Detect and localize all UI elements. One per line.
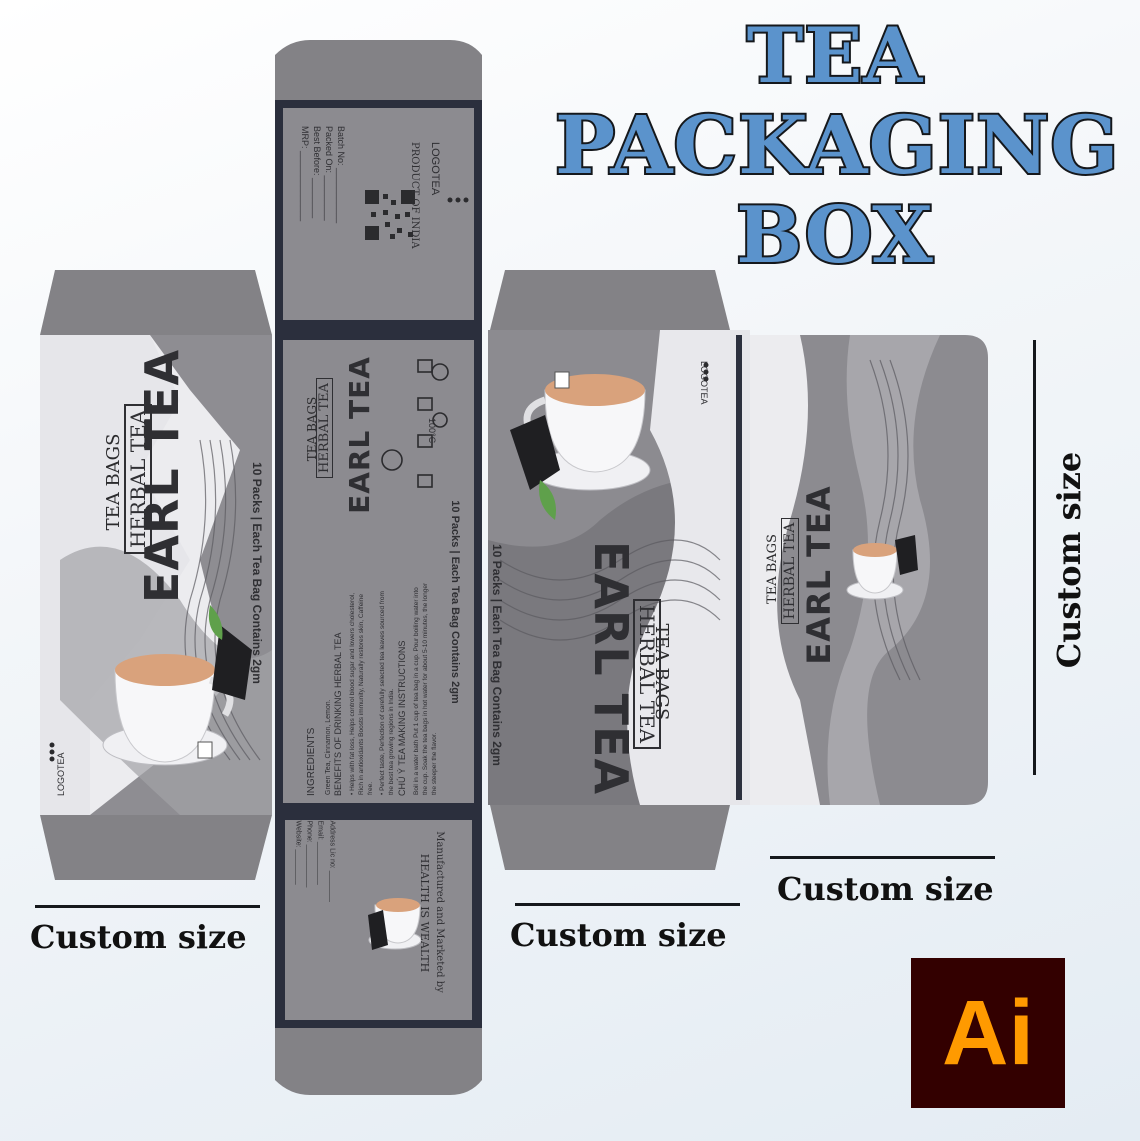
back-cup-illustration bbox=[510, 371, 651, 520]
dimension-line-left bbox=[35, 905, 260, 908]
title-line-2: PACKAGING bbox=[553, 98, 1121, 192]
side-benefit-3: free. bbox=[367, 781, 374, 795]
side-instructions-title: CHÚ Ý TEA MAKING INSTRUCTIONS bbox=[397, 640, 407, 796]
side-ingredients-title: INGREDIENTS bbox=[306, 727, 317, 796]
top-flap-mrp: MRP: ______________ bbox=[300, 126, 310, 222]
illustrator-badge: Ai bbox=[911, 958, 1065, 1108]
dimension-line-middle bbox=[515, 903, 740, 906]
side-benefits-title: BENEFITS OF DRINKING HERBAL TEA bbox=[333, 632, 343, 796]
left-top-flap bbox=[40, 270, 272, 335]
top-flap-best-before: Best Before: ________ bbox=[312, 126, 322, 219]
bottom-address: Address Lic no: ________ bbox=[328, 820, 336, 902]
end-herbal-tea: HERBAL TEA bbox=[779, 491, 801, 651]
bottom-tuck-flap bbox=[275, 1028, 482, 1095]
side-benefit-5: the best tea growing regions in India. bbox=[388, 688, 395, 795]
side-temp: 100°C bbox=[427, 418, 437, 444]
top-flap-origin: PRODUCT OF INDIA bbox=[409, 142, 420, 249]
side-instr-3: the steeper the flavor. bbox=[431, 732, 438, 795]
front-packs-text: 10 Packs | Each Tea Bag Contains 2gm bbox=[250, 462, 264, 684]
bottom-cup-illustration bbox=[368, 898, 422, 950]
top-flap-packed: Packed On: _________ bbox=[324, 126, 334, 221]
top-flap-batch: Batch No: ___________ bbox=[336, 126, 346, 224]
bottom-website: Website: _________ bbox=[294, 820, 302, 885]
custom-size-middle: Custom size bbox=[510, 916, 727, 954]
dimension-line-right bbox=[770, 856, 995, 859]
end-cup-illustration bbox=[846, 535, 918, 600]
end-tea-bags: TEA BAGS bbox=[765, 534, 780, 604]
custom-size-right-bottom: Custom size bbox=[777, 870, 994, 908]
end-product-name: EARL TEA bbox=[800, 485, 838, 665]
title-line-3: BOX bbox=[734, 190, 934, 281]
front-cup-illustration bbox=[102, 605, 252, 766]
side-packs-text: 10 Packs | Each Tea Bag Contains 2gm bbox=[449, 500, 461, 704]
qr-code bbox=[365, 190, 415, 240]
title-line-1: TEA bbox=[745, 11, 924, 100]
top-flap-logo: LOGOTEA bbox=[429, 142, 441, 196]
brewing-icons bbox=[381, 359, 449, 488]
back-product-name: EARL TEA bbox=[584, 540, 638, 796]
left-bottom-flap bbox=[40, 815, 272, 880]
top-tuck-flap bbox=[275, 40, 482, 100]
custom-size-right-vertical: Custom size bbox=[1050, 451, 1088, 669]
side-ingredients: Green Tea, Cinnamon, Lemon. bbox=[325, 699, 332, 795]
dimension-line-vertical bbox=[1033, 340, 1036, 775]
bottom-company: HEALTH IS WEALTH bbox=[418, 853, 431, 973]
mid-bottom-flap bbox=[490, 805, 730, 870]
bottom-phone: Phone: ___________ bbox=[305, 820, 313, 888]
front-logo: LOGOTEA bbox=[56, 752, 66, 796]
back-packs-text: 10 Packs | Each Tea Bag Contains 2gm bbox=[490, 544, 504, 766]
front-product-name: EARL TEA bbox=[135, 348, 189, 604]
back-logo: LOGOTEA bbox=[699, 361, 709, 405]
custom-size-left: Custom size bbox=[30, 918, 247, 956]
mid-top-flap bbox=[490, 270, 730, 330]
bottom-email: Email: ___________ bbox=[316, 820, 324, 885]
bottom-manufactured: Manufactured and Marketed by bbox=[434, 831, 445, 993]
side-herbal-tea: HERBAL TEA bbox=[313, 363, 333, 493]
